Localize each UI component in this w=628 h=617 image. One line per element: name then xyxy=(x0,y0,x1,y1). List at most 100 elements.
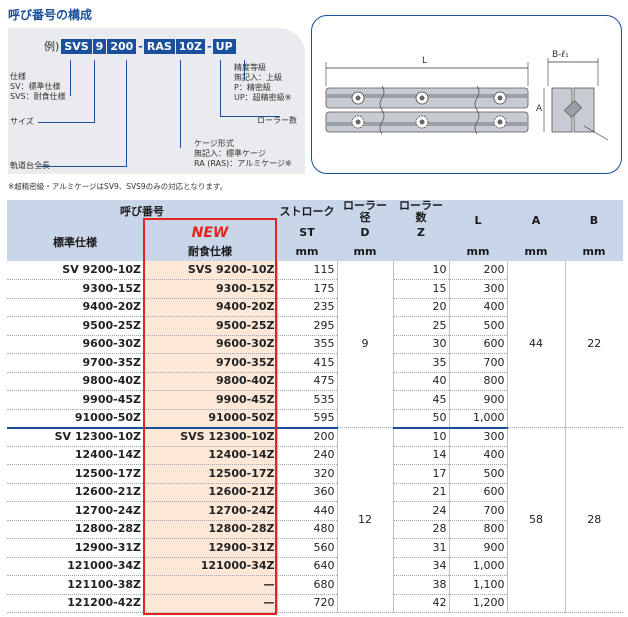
unit-label: mm xyxy=(565,242,623,261)
header-roller-count-sym: Z xyxy=(393,224,449,243)
length-value: 1,200 xyxy=(448,594,507,613)
stroke-value: 360 xyxy=(276,483,337,502)
length-value: 700 xyxy=(448,353,507,373)
standard-model: 9300-15Z xyxy=(7,279,143,299)
stroke-value: 480 xyxy=(276,520,337,539)
standard-model: 12800-28Z xyxy=(7,520,143,539)
standard-model: 121000-34Z xyxy=(7,557,143,576)
length-value: 600 xyxy=(448,335,507,354)
corrosion-model: 12800-28Z xyxy=(143,520,277,539)
example-prefix: 例) xyxy=(44,40,60,53)
header-stroke: ストローク xyxy=(277,200,337,224)
label-spec-svs: SVS：耐食仕様 xyxy=(10,92,66,101)
roller-count-value: 10 xyxy=(392,261,449,280)
header-roller-dia-sym: D xyxy=(337,224,393,243)
label-size: サイズ xyxy=(10,117,34,126)
header-row: 標準仕様 NEW ST D Z xyxy=(7,224,623,261)
roller-count-value: 34 xyxy=(392,557,449,576)
leader-line xyxy=(126,60,127,166)
stroke-value: 175 xyxy=(276,279,337,299)
code-part-rollers: 10Z xyxy=(175,38,206,54)
length-value: 900 xyxy=(448,390,507,410)
standard-model: 9900-45Z xyxy=(7,390,143,410)
length-value: 800 xyxy=(448,372,507,391)
roller-dia-value: 12 xyxy=(336,427,393,613)
roller-count-value: 40 xyxy=(392,372,449,391)
stroke-value: 720 xyxy=(276,594,337,613)
unit-label: mm xyxy=(277,242,337,261)
stroke-value: 200 xyxy=(276,427,337,447)
header-l: L xyxy=(449,200,507,243)
corrosion-model: — xyxy=(143,594,277,613)
standard-model: 9500-25Z xyxy=(7,316,143,336)
header-corrosion: 耐食仕様 xyxy=(143,242,277,261)
roller-count-value: 10 xyxy=(392,427,449,447)
length-value: 900 xyxy=(448,538,507,558)
standard-model: 12700-24Z xyxy=(7,501,143,521)
stroke-value: 295 xyxy=(276,316,337,336)
header-stroke-sym: ST xyxy=(277,224,337,243)
header-new-tag: NEW xyxy=(143,224,277,243)
length-value: 1,100 xyxy=(448,575,507,595)
code-part-cage: RAS xyxy=(143,38,175,54)
roller-count-value: 24 xyxy=(392,501,449,521)
stroke-value: 595 xyxy=(276,409,337,429)
model-code-panel: 例) SVS 9 200 - RAS 10Z - UP 仕様 SV：標準仕様 S… xyxy=(8,28,305,174)
length-value: 300 xyxy=(448,427,507,447)
unit-label: mm xyxy=(449,242,507,261)
header-roller-dia: ローラー径 xyxy=(337,200,393,224)
label-rail-length: 軌道台全長 xyxy=(10,161,50,170)
stroke-value: 640 xyxy=(276,557,337,576)
standard-model: 9800-40Z xyxy=(7,372,143,391)
corrosion-model: SVS 12300-10Z xyxy=(143,427,277,447)
label-accuracy-none: 無記入：上級 xyxy=(234,73,282,82)
label-accuracy-p: P：精密級 xyxy=(234,83,271,92)
roller-count-value: 35 xyxy=(392,353,449,373)
standard-model: 121200-42Z xyxy=(7,594,143,613)
stroke-value: 320 xyxy=(276,464,337,484)
length-value: 400 xyxy=(448,446,507,465)
code-part-accuracy: UP xyxy=(212,38,236,54)
standard-model: 121100-38Z xyxy=(7,575,143,595)
section-title: 呼び番号の構成 xyxy=(8,8,93,22)
roller-count-value: 28 xyxy=(392,520,449,539)
standard-model: 9600-30Z xyxy=(7,335,143,354)
leader-line xyxy=(38,122,95,123)
roller-count-value: 30 xyxy=(392,335,449,354)
header-roller-count: ローラー数 xyxy=(393,200,449,224)
corrosion-model: 12400-14Z xyxy=(143,446,277,465)
roller-dia-value: 9 xyxy=(336,261,393,428)
standard-model: 12900-31Z xyxy=(7,538,143,558)
stroke-value: 475 xyxy=(276,372,337,391)
roller-count-value: 38 xyxy=(392,575,449,595)
footnote: ※超精密級・アルミケージはSV9、SVS9のみの対応となります。 xyxy=(8,182,228,191)
b-value: 28 xyxy=(564,427,623,613)
standard-model: SV 12300-10Z xyxy=(7,427,143,447)
length-value: 500 xyxy=(448,464,507,484)
leader-line xyxy=(220,60,221,116)
label-accuracy-up: UP：超精密級※ xyxy=(234,93,292,102)
standard-model: 9700-35Z xyxy=(7,353,143,373)
code-part-length: 200 xyxy=(107,38,137,54)
roller-count-value: 21 xyxy=(392,483,449,502)
header-model: 呼び番号 xyxy=(7,200,277,224)
header-b: B xyxy=(565,200,623,243)
code-part-series: SVS xyxy=(61,38,92,54)
stroke-value: 415 xyxy=(276,353,337,373)
header-a: A xyxy=(507,200,565,243)
roller-count-value: 25 xyxy=(392,316,449,336)
unit-label: mm xyxy=(507,242,565,261)
roller-count-value: 15 xyxy=(392,279,449,299)
corrosion-model: 12600-21Z xyxy=(143,483,277,502)
length-value: 700 xyxy=(448,501,507,521)
